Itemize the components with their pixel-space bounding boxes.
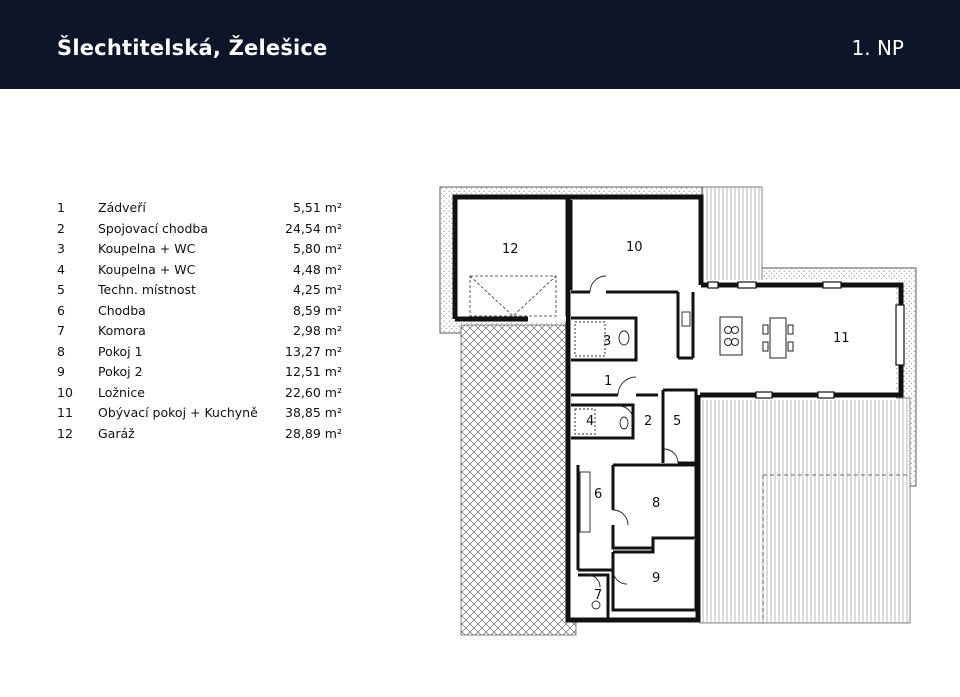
- legend-number: 9: [57, 364, 65, 379]
- dining-table: [769, 317, 787, 359]
- legend-row: 6 Chodba 8,59 m²: [57, 301, 342, 322]
- decking-top: [701, 186, 763, 293]
- legend-room-name: Koupelna + WC: [98, 261, 196, 277]
- legend-number: 8: [57, 343, 65, 359]
- legend-room-name: Koupelna + WC: [98, 241, 196, 256]
- legend-row: 8 Pokoj 1 13,27 m²: [57, 342, 342, 363]
- legend-room-name: Garáž: [98, 425, 135, 441]
- room-label-3: 3: [603, 334, 611, 349]
- legend-area: 8,59 m²: [293, 302, 342, 318]
- room-label-6: 6: [594, 487, 602, 502]
- legend-row: 2 Spojovací chodba 24,54 m²: [57, 219, 342, 240]
- floor-label: 1. NP: [851, 36, 904, 60]
- legend-room-name: Chodba: [98, 302, 146, 318]
- legend-number: 5: [57, 282, 65, 297]
- room-label-7: 7: [594, 588, 602, 603]
- legend-row: 3 Koupelna + WC 5,80 m²: [57, 239, 342, 260]
- legend-number: 2: [57, 220, 65, 236]
- legend-area: 2,98 m²: [293, 323, 342, 338]
- room-label-4: 4: [586, 414, 594, 429]
- legend-room-name: Komora: [98, 323, 146, 338]
- paving-area: [460, 324, 577, 636]
- legend-row: 4 Koupelna + WC 4,48 m²: [57, 260, 342, 281]
- room-label-9: 9: [652, 571, 660, 586]
- legend-row: 10 Ložnice 22,60 m²: [57, 383, 342, 404]
- legend-room-name: Zádveří: [98, 200, 146, 215]
- legend-room-name: Pokoj 1: [98, 343, 143, 359]
- garage-door: [469, 275, 557, 317]
- legend-area: 24,54 m²: [285, 220, 342, 236]
- legend-area: 4,48 m²: [293, 261, 342, 277]
- legend-room-name: Pokoj 2: [98, 364, 143, 379]
- kitchen-island: [719, 316, 743, 356]
- legend-area: 38,85 m²: [285, 405, 342, 420]
- legend-room-name: Techn. místnost: [98, 282, 196, 297]
- legend-area: 5,51 m²: [293, 200, 342, 215]
- room-label-1: 1: [604, 374, 612, 389]
- legend-room-name: Ložnice: [98, 384, 145, 400]
- room-label-11: 11: [833, 331, 850, 346]
- legend-number: 3: [57, 241, 65, 256]
- legend-row: 12 Garáž 28,89 m²: [57, 424, 342, 445]
- legend-number: 12: [57, 425, 73, 441]
- legend-area: 5,80 m²: [293, 241, 342, 256]
- legend-number: 6: [57, 302, 65, 318]
- legend-area: 22,60 m²: [285, 384, 342, 400]
- room-label-2: 2: [644, 414, 652, 429]
- floor-plan: 12 10 11 3 1 4 2 5 6 8 9 7: [438, 180, 920, 642]
- legend-row: 11 Obývací pokoj + Kuchyně 38,85 m²: [57, 403, 342, 424]
- legend-row: 5 Techn. místnost 4,25 m²: [57, 280, 342, 301]
- legend-number: 11: [57, 405, 73, 420]
- header-bar: Šlechtitelská, Želešice 1. NP: [0, 0, 960, 89]
- room-label-5: 5: [673, 414, 681, 429]
- room-label-10: 10: [626, 240, 643, 255]
- room-label-12: 12: [502, 242, 519, 257]
- legend-row: 7 Komora 2,98 m²: [57, 321, 342, 342]
- legend-number: 4: [57, 261, 65, 277]
- room-legend: 1 Zádveří 5,51 m² 2 Spojovací chodba 24,54 m…: [57, 198, 342, 444]
- decking-terrace: [699, 397, 911, 624]
- legend-number: 7: [57, 323, 65, 338]
- legend-area: 4,25 m²: [293, 282, 342, 297]
- floor-plan-drawing: 12 10 11 3 1 4 2 5 6 8 9 7: [439, 186, 917, 636]
- legend-area: 13,27 m²: [285, 343, 342, 359]
- legend-number: 10: [57, 384, 73, 400]
- legend-row: 9 Pokoj 2 12,51 m²: [57, 362, 342, 383]
- legend-area: 28,89 m²: [285, 425, 342, 441]
- legend-area: 12,51 m²: [285, 364, 342, 379]
- legend-row: 1 Zádveří 5,51 m²: [57, 198, 342, 219]
- legend-number: 1: [57, 200, 65, 215]
- terrace-inner-line: [762, 474, 908, 623]
- legend-room-name: Spojovací chodba: [98, 220, 208, 236]
- legend-room-name: Obývací pokoj + Kuchyně: [98, 405, 258, 420]
- page-title: Šlechtitelská, Želešice: [57, 36, 328, 60]
- room-label-8: 8: [652, 496, 660, 511]
